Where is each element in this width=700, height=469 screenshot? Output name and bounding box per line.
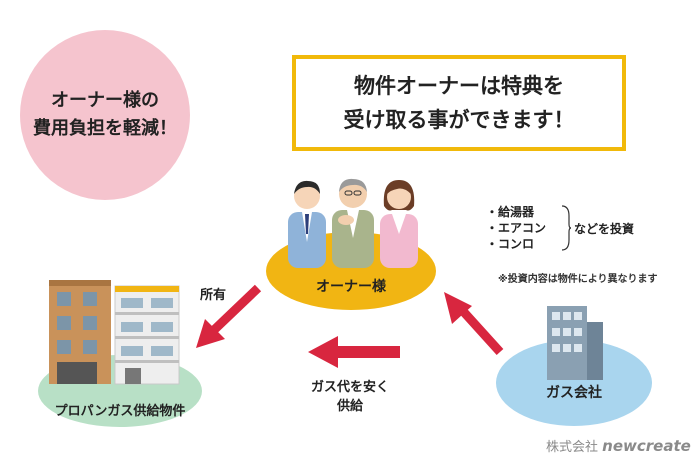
owners-illustration — [288, 178, 418, 268]
brace-icon — [561, 205, 572, 251]
gas-company-label: ガス会社 — [546, 385, 602, 401]
building-icon — [49, 280, 180, 385]
badge-line-2: 費用負担を軽減！ — [33, 118, 177, 139]
investment-item: ・エアコン — [486, 221, 547, 235]
headline-line-2: 受け取る事ができます！ — [343, 108, 575, 132]
badge-line-1: オーナー様の — [51, 90, 159, 111]
investment-suffix: などを投資 — [574, 222, 635, 236]
brand-logo: 株式会社 newcreate — [546, 436, 691, 455]
headline-box: 物件オーナーは特典を 受け取る事ができます！ — [292, 55, 626, 151]
owner-woman-icon — [380, 180, 418, 268]
property-label: プロパンガス供給物件 — [54, 404, 186, 419]
supply-arrow — [308, 336, 400, 368]
investment-item: ・コンロ — [486, 237, 535, 251]
ownership-label: 所有 — [200, 288, 227, 303]
investment-item: ・給湯器 — [486, 205, 535, 219]
brand-prefix: 株式会社 — [546, 440, 599, 455]
supply-line-2: 供給 — [336, 399, 363, 414]
office-building-icon — [547, 306, 603, 380]
owner-man-icon — [288, 180, 326, 268]
brand-name: newcreate — [602, 437, 691, 455]
savings-badge: オーナー様の 費用負担を軽減！ — [20, 30, 190, 200]
supply-label: ガス代を安く 供給 — [300, 378, 400, 416]
investment-arrow — [444, 292, 504, 356]
owner-label: オーナー様 — [316, 279, 386, 295]
supply-line-1: ガス代を安く — [310, 380, 389, 395]
headline-line-1: 物件オーナーは特典を — [354, 74, 564, 98]
ownership-arrow — [196, 284, 262, 348]
investment-note: ※投資内容は物件により異なります — [498, 274, 658, 285]
owner-elder-icon — [332, 178, 374, 268]
investment-list: ・給湯器 ・エアコン ・コンロ — [486, 204, 546, 252]
